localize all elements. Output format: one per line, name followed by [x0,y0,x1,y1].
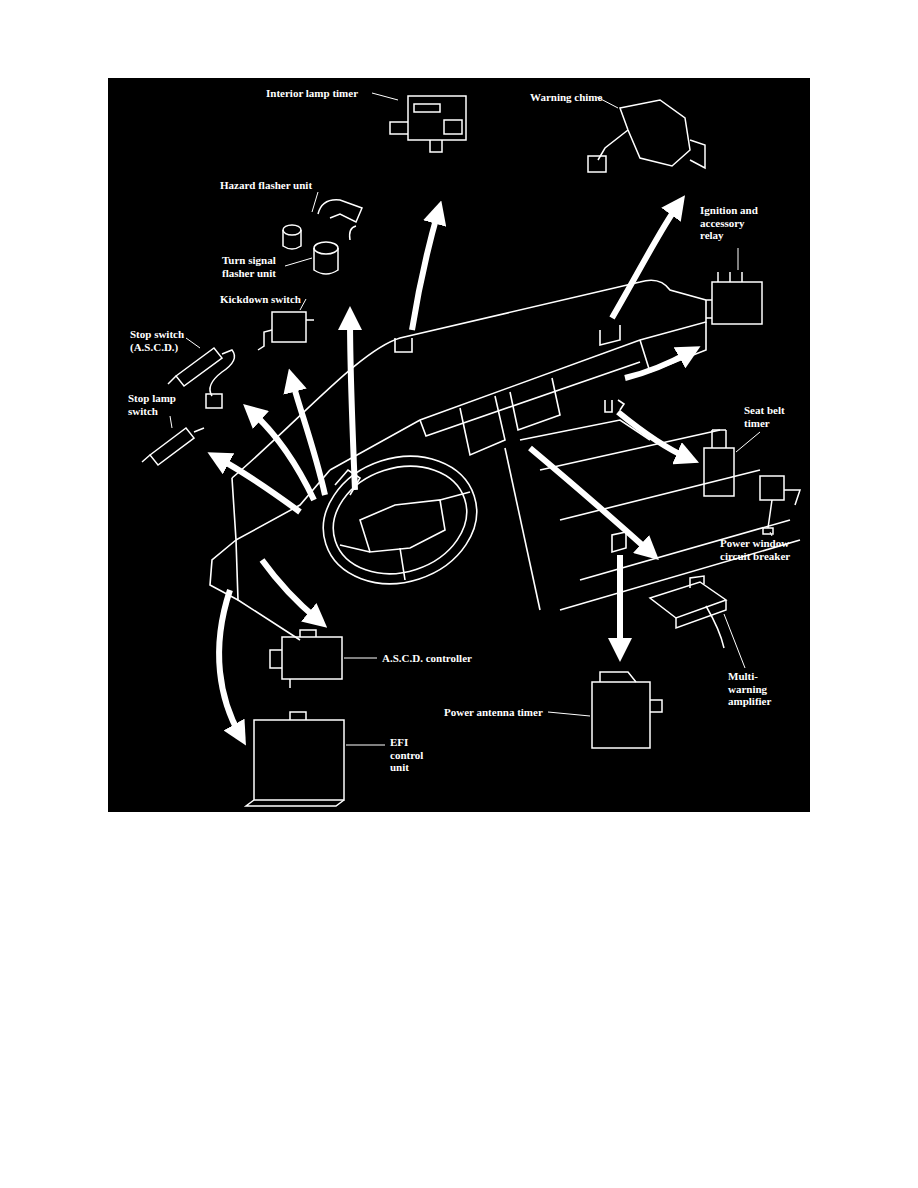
part-label: Kickdown switch [220,293,301,306]
part-label: Turn signal flasher unit [222,254,284,279]
part-label: Power antenna timer [444,706,543,719]
part-label: Power window circuit breaker [720,537,806,562]
location-arrows [218,205,690,735]
dashboard-drawing [210,280,800,640]
part-label: Multi-warning amplifier [728,670,794,708]
part-label: EFI control unit [390,736,430,774]
part-label: Stop lamp switch [128,392,186,417]
black-ground [108,78,810,812]
part-label: Seat belt timer [744,404,800,429]
part-label: Ignition and accessory relay [700,204,764,242]
part-label: Stop switch (A.S.C.D.) [130,328,188,353]
component-drawings [142,96,800,806]
leader-lines [170,93,772,745]
part-label: Interior lamp timer [266,87,358,100]
part-label: Warning chime [530,91,602,104]
part-label: A.S.C.D. controller [382,652,472,665]
part-label: Hazard flasher unit [220,179,312,192]
